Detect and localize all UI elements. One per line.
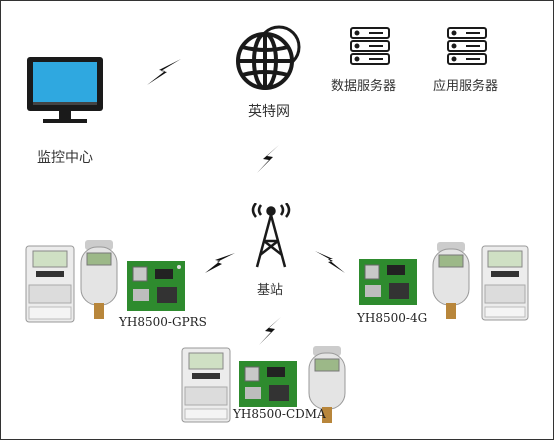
electric-meter-image	[25, 245, 75, 323]
electric-meter-image	[481, 245, 529, 321]
electric-meter-image	[181, 347, 231, 423]
monitor-icon	[23, 53, 107, 129]
lightning-icon	[147, 59, 181, 85]
pcb-module-image	[127, 261, 185, 311]
pcb-module-image	[359, 259, 417, 305]
water-meter-image	[79, 239, 119, 321]
lightning-icon	[205, 253, 235, 273]
water-meter-image	[431, 241, 471, 321]
base-station-label: 基站	[257, 283, 284, 298]
monitor-center-label: 监控中心	[37, 150, 93, 166]
pcb-module-image	[239, 361, 297, 407]
tower-icon	[249, 203, 293, 269]
server-icon	[349, 26, 391, 66]
lightning-icon	[315, 251, 345, 273]
lightning-icon	[257, 145, 279, 173]
globe-icon	[233, 23, 305, 93]
data-server-label: 数据服务器	[331, 79, 397, 94]
device-model-gprs: YH8500-GPRS	[119, 315, 207, 329]
device-model-cdma: YH8500-CDMA	[233, 407, 326, 421]
device-model-4g: YH8500-4G	[357, 311, 428, 325]
server-icon	[446, 26, 488, 66]
internet-label: 英特网	[248, 104, 290, 120]
water-meter-image	[307, 345, 347, 425]
app-server-label: 应用服务器	[433, 79, 499, 94]
lightning-icon	[259, 317, 281, 345]
